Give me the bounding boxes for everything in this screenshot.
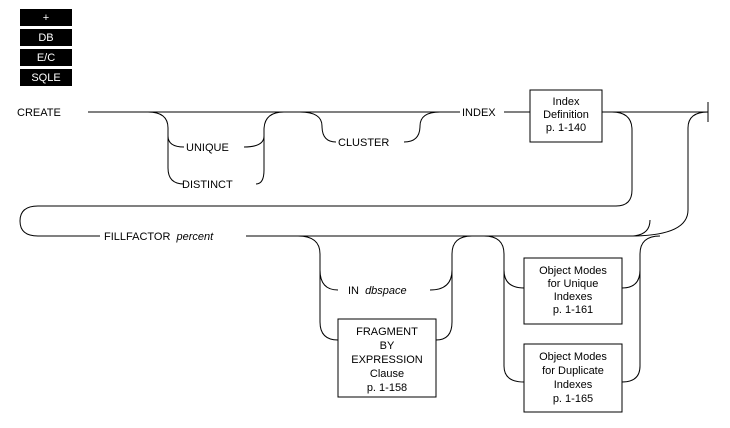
- index-definition-box[interactable]: Index Definition p. 1-140: [529, 89, 603, 143]
- svg-text:Definition: Definition: [543, 109, 589, 121]
- badge-db: DB: [20, 29, 72, 46]
- svg-text:for Unique: for Unique: [548, 278, 599, 290]
- object-modes-unique-box[interactable]: Object Modes for Unique Indexes p. 1-161: [523, 257, 623, 325]
- keyword-in-dbspace: IN dbspace: [348, 285, 407, 297]
- svg-text:Indexes: Indexes: [554, 379, 593, 391]
- svg-text:p. 1-165: p. 1-165: [553, 393, 593, 405]
- badge-ec: E/C: [20, 49, 72, 66]
- keyword-distinct: DISTINCT: [182, 179, 233, 191]
- svg-text:+: +: [43, 12, 49, 24]
- svg-text:EXPRESSION: EXPRESSION: [351, 354, 423, 366]
- svg-text:p. 1-158: p. 1-158: [367, 382, 407, 394]
- keyword-cluster: CLUSTER: [338, 137, 389, 149]
- svg-text:for Duplicate: for Duplicate: [542, 365, 604, 377]
- keyword-fillfactor: FILLFACTOR percent: [104, 231, 214, 243]
- fragment-by-expression-box[interactable]: FRAGMENT BY EXPRESSION Clause p. 1-158: [337, 318, 437, 398]
- svg-text:Index: Index: [553, 96, 580, 108]
- return-to-end: [629, 111, 709, 237]
- keyword-create: CREATE: [17, 107, 61, 119]
- badge-plus: +: [20, 9, 72, 26]
- svg-text:Clause: Clause: [370, 368, 404, 380]
- svg-text:SQLE: SQLE: [31, 72, 60, 84]
- badge-sqle: SQLE: [20, 69, 72, 86]
- svg-text:p. 1-140: p. 1-140: [546, 122, 586, 134]
- storage-branch: [297, 235, 473, 341]
- svg-text:BY: BY: [380, 340, 395, 352]
- object-modes-duplicate-box[interactable]: Object Modes for Duplicate Indexes p. 1-…: [523, 343, 623, 413]
- object-modes-branch: [483, 235, 661, 383]
- svg-text:E/C: E/C: [37, 52, 55, 64]
- unique-distinct-branch: [147, 111, 285, 185]
- keyword-index: INDEX: [462, 107, 496, 119]
- keyword-unique: UNIQUE: [186, 142, 229, 154]
- continuation-line: [19, 111, 633, 237]
- svg-text:DB: DB: [38, 32, 53, 44]
- svg-text:p. 1-161: p. 1-161: [553, 304, 593, 316]
- svg-text:FRAGMENT: FRAGMENT: [356, 326, 418, 338]
- svg-text:Object Modes: Object Modes: [539, 265, 607, 277]
- svg-text:Indexes: Indexes: [554, 291, 593, 303]
- cluster-branch: [299, 111, 441, 143]
- svg-text:Object Modes: Object Modes: [539, 351, 607, 363]
